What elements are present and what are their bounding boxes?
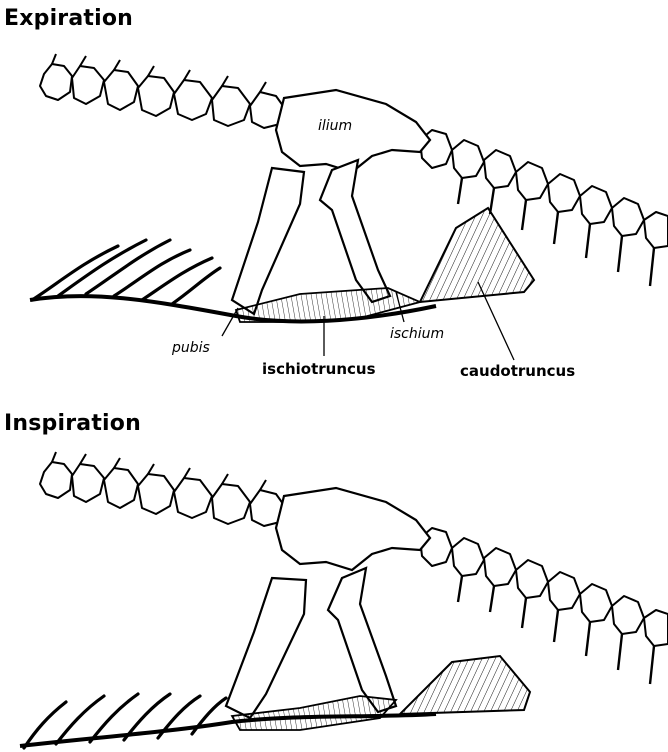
pubis <box>226 578 306 718</box>
vertebra <box>580 584 612 622</box>
vertebra <box>212 484 250 524</box>
vertebra <box>452 538 484 576</box>
vertebra <box>138 76 174 116</box>
vertebra <box>516 162 548 200</box>
vertebra <box>72 464 104 502</box>
vertebra <box>138 474 174 514</box>
caudotruncus-muscle <box>400 656 530 714</box>
vertebra <box>104 468 138 508</box>
vertebra <box>484 548 516 586</box>
ischium <box>328 568 396 712</box>
expiration-diagram: ilium pubis ischium ischiotruncus caudot… <box>0 0 668 400</box>
vertebra <box>580 186 612 224</box>
pubis <box>232 168 304 314</box>
label-ischiotruncus: ischiotruncus <box>262 360 376 378</box>
ilium <box>276 488 430 570</box>
vertebra <box>516 560 548 598</box>
vertebra <box>174 478 212 518</box>
vertebra <box>612 596 644 634</box>
gastralia <box>32 240 220 304</box>
vertebra <box>104 70 138 110</box>
vertebra <box>612 198 644 236</box>
vertebra <box>40 64 72 100</box>
label-pubis: pubis <box>171 340 210 356</box>
inspiration-diagram <box>0 400 668 752</box>
caudotruncus-muscle <box>420 208 534 302</box>
vertebra <box>72 66 104 104</box>
vertebra <box>40 462 72 498</box>
vertebra <box>644 610 668 646</box>
gastralia <box>24 694 226 748</box>
ischium <box>320 160 390 302</box>
vertebra <box>548 572 580 610</box>
vertebra <box>644 212 668 248</box>
label-ischium: ischium <box>390 326 444 342</box>
vertebra <box>174 80 212 120</box>
vertebra <box>212 86 250 126</box>
vertebra <box>484 150 516 188</box>
ilium <box>276 90 430 172</box>
vertebra <box>548 174 580 212</box>
label-caudotruncus: caudotruncus <box>460 362 575 380</box>
label-ilium: ilium <box>318 118 352 134</box>
ischiotruncus-muscle <box>236 288 420 322</box>
vertebra <box>452 140 484 178</box>
